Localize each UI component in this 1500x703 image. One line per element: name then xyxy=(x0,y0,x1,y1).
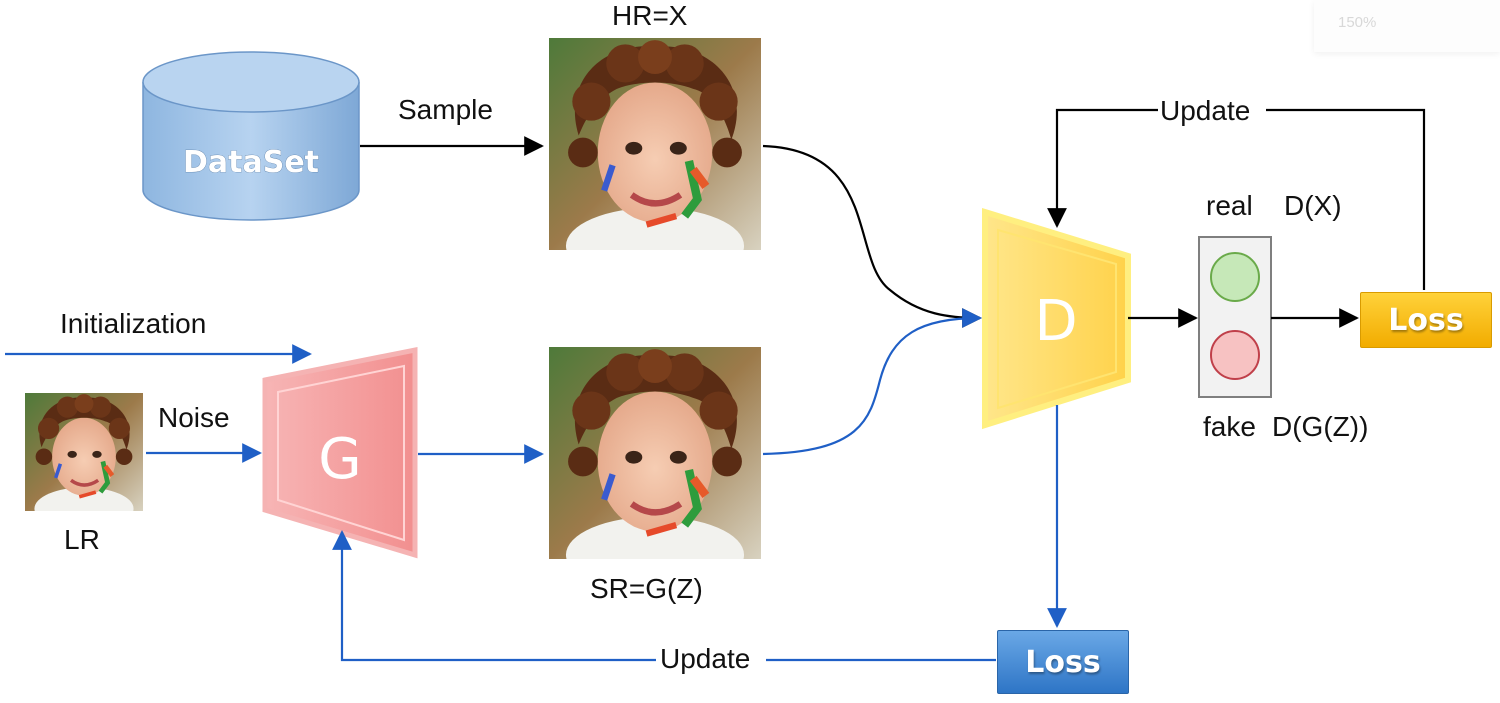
zoom-level: 150% xyxy=(1338,14,1377,31)
update-top-label: Update xyxy=(1160,95,1251,126)
hr-label: HR=X xyxy=(612,0,688,31)
zoom-indicator[interactable]: 150% xyxy=(1314,0,1500,52)
loss-top-block: Loss xyxy=(1360,292,1492,348)
real-signal xyxy=(1210,252,1260,302)
sr-label: SR=G(Z) xyxy=(590,573,703,604)
sr-image xyxy=(549,347,761,593)
dataset-cylinder: DataSet xyxy=(142,51,360,221)
real-value-label: D(X) xyxy=(1284,190,1342,221)
lr-label: LR xyxy=(64,524,100,555)
discriminator-block: D xyxy=(982,207,1131,430)
fake-value-label: D(G(Z)) xyxy=(1272,411,1369,442)
sample-label: Sample xyxy=(398,94,493,125)
generator-block: G xyxy=(262,346,418,559)
dataset-label: DataSet xyxy=(183,145,319,180)
loss-bottom-block: Loss xyxy=(997,630,1129,694)
lr-image xyxy=(25,393,143,530)
discriminator-label: D xyxy=(1034,289,1077,354)
generator-label: G xyxy=(318,427,361,492)
real-label: real xyxy=(1206,190,1253,221)
hr-image xyxy=(549,38,761,284)
noise-label: Noise xyxy=(158,402,230,433)
real-fake-indicator xyxy=(1198,236,1272,398)
fake-label: fake xyxy=(1203,411,1256,442)
fake-signal xyxy=(1210,330,1260,380)
initialization-label: Initialization xyxy=(60,308,207,339)
update-bottom-label: Update xyxy=(660,643,751,674)
